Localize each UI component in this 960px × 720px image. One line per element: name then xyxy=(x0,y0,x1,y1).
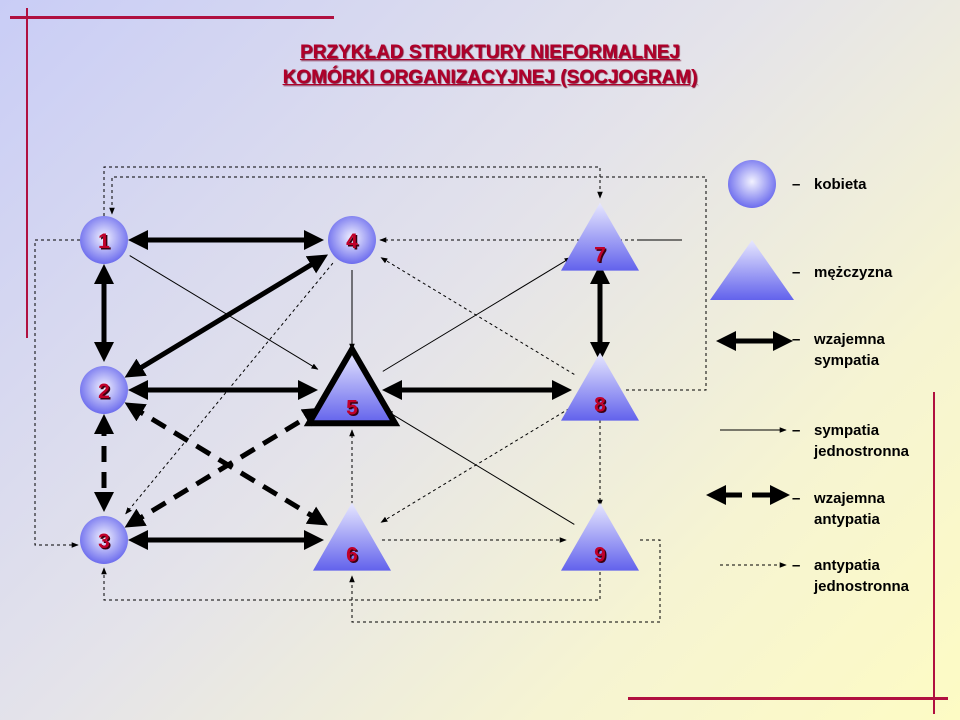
node-6-triangle xyxy=(313,502,391,571)
edge-9-6-one-way-antipathy xyxy=(349,539,661,623)
edge-9-3-one-way-antipathy xyxy=(101,567,601,601)
node-9-label: 9 xyxy=(594,544,606,567)
edge-5-7-one-way-sympathy xyxy=(382,257,572,372)
node-9: 99 xyxy=(561,502,639,571)
node-9-label-shadow: 9 xyxy=(596,545,608,568)
edge-8-6-one-way-antipathy xyxy=(380,405,575,523)
node-5: 55 xyxy=(303,343,401,427)
legend-triangle-mezczyzna xyxy=(710,240,794,300)
title-line-1: PRZYKŁAD STRUKTURY NIEFORMALNEJ xyxy=(299,42,680,63)
page-title: PRZYKŁAD STRUKTURY NIEFORMALNEJ KOMÓRKI … xyxy=(160,40,820,90)
node-3: 33 xyxy=(80,516,128,564)
node-1-circle xyxy=(80,216,128,264)
node-1-label: 1 xyxy=(98,230,110,253)
node-3-circle xyxy=(80,516,128,564)
node-1: 11 xyxy=(80,216,128,264)
node-3-label-shadow: 3 xyxy=(100,532,112,555)
nodes-layer: 11 22 33 44 55 66 77 88 99 xyxy=(80,202,639,571)
node-2: 22 xyxy=(80,366,128,414)
edge-8-4-one-way-antipathy xyxy=(380,257,575,375)
edges-layer xyxy=(34,166,707,623)
node-8: 88 xyxy=(561,352,639,421)
node-5-label-shadow: 5 xyxy=(348,398,360,421)
edge-1-7-one-way-antipathy xyxy=(103,166,603,216)
node-9-triangle xyxy=(561,502,639,571)
node-8-label-shadow: 8 xyxy=(596,395,608,418)
edge-9-5-one-way-sympathy xyxy=(385,410,575,525)
edge-2-4-mutual-sympathy xyxy=(124,254,329,378)
node-1-label-shadow: 1 xyxy=(100,232,112,255)
decor-line-bottom-v xyxy=(933,392,935,714)
node-2-label: 2 xyxy=(98,380,110,403)
node-7: 77 xyxy=(561,202,639,271)
node-4-label: 4 xyxy=(346,230,358,253)
title-line-2: KOMÓRKI ORGANIZACYJNEJ (SOCJOGRAM) xyxy=(282,67,698,88)
node-8-label: 8 xyxy=(594,394,606,417)
node-4-circle xyxy=(328,216,376,264)
node-4-label-shadow: 4 xyxy=(348,232,360,255)
edge-3-5-mutual-antipathy xyxy=(124,407,323,528)
node-6-label-shadow: 6 xyxy=(348,545,360,568)
edge-1-3-one-way-antipathy xyxy=(34,239,80,548)
decor-line-top-h xyxy=(10,16,334,19)
node-7-label: 7 xyxy=(594,244,606,267)
node-4: 44 xyxy=(328,216,376,264)
legend-label-mezczyzna: –mężczyzna xyxy=(792,264,893,281)
edge-4-3-one-way-antipathy xyxy=(125,262,334,515)
legend-label-kobieta: –kobieta xyxy=(792,176,867,193)
node-2-circle xyxy=(80,366,128,414)
node-7-triangle xyxy=(561,202,639,271)
decor-line-bottom-h xyxy=(628,697,948,700)
node-6-label: 6 xyxy=(346,544,358,567)
node-5-triangle xyxy=(303,343,401,427)
node-8-triangle xyxy=(561,352,639,421)
node-3-label: 3 xyxy=(98,530,110,553)
edge-1-5-one-way-sympathy xyxy=(129,255,319,370)
node-5-label: 5 xyxy=(346,396,358,419)
node-2-label-shadow: 2 xyxy=(100,382,112,405)
edge-8-1-one-way-antipathy xyxy=(109,176,707,391)
node-6: 66 xyxy=(313,502,391,571)
legend-circle-kobieta xyxy=(728,160,776,208)
legend-layer xyxy=(706,160,794,568)
node-7-label-shadow: 7 xyxy=(596,245,608,268)
decor-line-top-v xyxy=(26,8,28,338)
